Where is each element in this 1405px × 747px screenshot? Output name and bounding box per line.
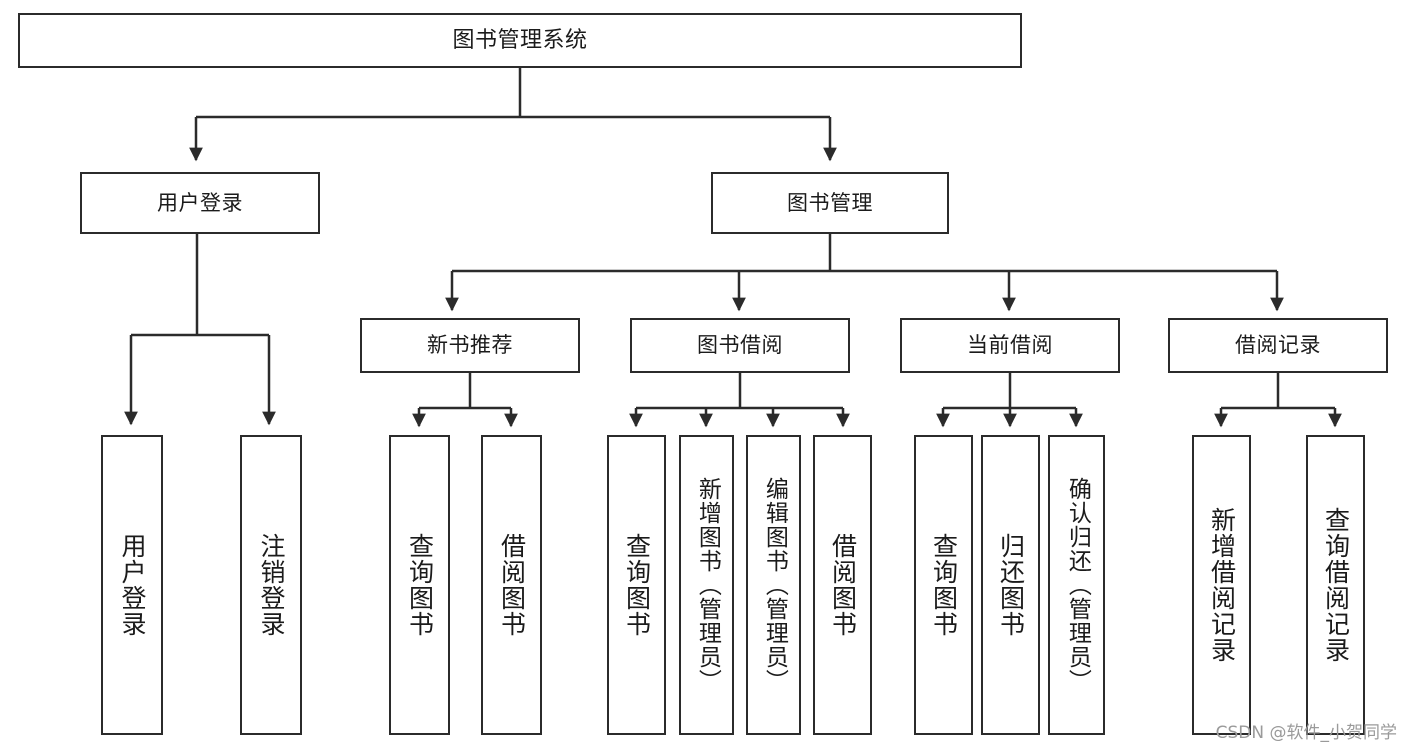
node-book-management[interactable]: 图书管理 (711, 172, 949, 234)
node-current-borrow[interactable]: 当前借阅 (900, 318, 1120, 373)
node-label: 新增图书（管理员） (694, 477, 721, 693)
node-label: 归还图书 (996, 533, 1026, 637)
node-label: 借阅记录 (1235, 333, 1321, 358)
node-label: 注销登录 (257, 533, 286, 637)
node-label: 查询借阅记录 (1321, 507, 1351, 663)
leaf-logout[interactable]: 注销登录 (240, 435, 302, 735)
leaf-user-login[interactable]: 用户登录 (101, 435, 163, 735)
leaf-return-book[interactable]: 归还图书 (981, 435, 1040, 735)
leaf-add-book-admin[interactable]: 新增图书（管理员） (679, 435, 734, 735)
node-label: 当前借阅 (967, 333, 1053, 358)
leaf-query-book-current[interactable]: 查询图书 (914, 435, 973, 735)
node-label: 查询图书 (405, 533, 435, 637)
node-label: 用户登录 (118, 533, 147, 637)
leaf-query-book-recommend[interactable]: 查询图书 (389, 435, 450, 735)
node-label: 图书借阅 (697, 333, 783, 358)
node-label: 图书管理系统 (452, 27, 588, 53)
leaf-query-borrow-record[interactable]: 查询借阅记录 (1306, 435, 1365, 735)
leaf-edit-book-admin[interactable]: 编辑图书（管理员） (746, 435, 801, 735)
node-label: 新增借阅记录 (1207, 507, 1237, 663)
node-label: 确认归还（管理员） (1064, 477, 1091, 693)
node-label: 编辑图书（管理员） (761, 477, 788, 693)
leaf-confirm-return-admin[interactable]: 确认归还（管理员） (1048, 435, 1105, 735)
node-book-borrow[interactable]: 图书借阅 (630, 318, 850, 373)
leaf-query-book-borrow[interactable]: 查询图书 (607, 435, 666, 735)
node-root-system[interactable]: 图书管理系统 (18, 13, 1022, 68)
node-label: 图书管理 (787, 190, 873, 215)
node-borrow-record[interactable]: 借阅记录 (1168, 318, 1388, 373)
node-label: 借阅图书 (828, 533, 858, 637)
node-label: 查询图书 (622, 533, 652, 637)
node-label: 用户登录 (157, 190, 243, 215)
node-label: 借阅图书 (497, 533, 527, 637)
leaf-borrow-book-recommend[interactable]: 借阅图书 (481, 435, 542, 735)
node-label: 新书推荐 (427, 333, 513, 358)
leaf-borrow-book[interactable]: 借阅图书 (813, 435, 872, 735)
node-label: 查询图书 (929, 533, 959, 637)
node-user-login[interactable]: 用户登录 (80, 172, 320, 234)
node-new-book-recommend[interactable]: 新书推荐 (360, 318, 580, 373)
leaf-add-borrow-record[interactable]: 新增借阅记录 (1192, 435, 1251, 735)
csdn-watermark: CSDN @软件_小贺同学 (1215, 723, 1397, 743)
